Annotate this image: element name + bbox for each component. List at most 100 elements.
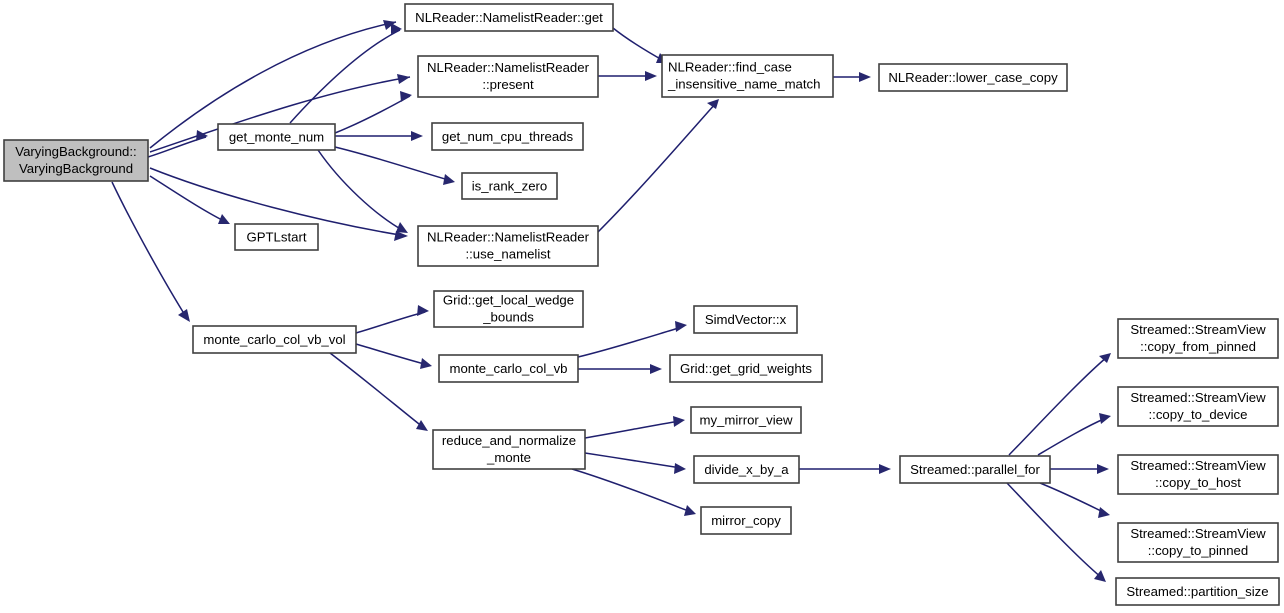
nodes-layer: VaryingBackground::VaryingBackgroundNLRe…: [3, 3, 1280, 606]
edge-get_monte_num-to-present: [334, 95, 411, 134]
edge-get-to-find_case: [612, 27, 665, 62]
arrowhead-icon: [1097, 464, 1109, 474]
node-mc_col_vb_vol[interactable]: monte_carlo_col_vb_vol: [192, 325, 357, 354]
node-box[interactable]: [661, 54, 834, 98]
node-use_namelist[interactable]: NLReader::NamelistReader::use_namelist: [417, 225, 599, 267]
node-label: my_mirror_view: [699, 412, 793, 427]
arrowhead-icon: [394, 231, 408, 241]
node-root[interactable]: VaryingBackground::VaryingBackground: [3, 139, 149, 182]
arrowhead-icon: [416, 420, 428, 431]
node-label: is_rank_zero: [472, 178, 548, 193]
node-lower_case_copy[interactable]: NLReader::lower_case_copy: [878, 63, 1068, 92]
node-box[interactable]: [693, 305, 798, 334]
node-box[interactable]: [690, 406, 802, 434]
node-box[interactable]: [438, 354, 579, 383]
node-label-line2: ::copy_to_device: [1149, 407, 1248, 422]
node-simdvector_x[interactable]: SimdVector::x: [693, 305, 798, 334]
node-label: divide_x_by_a: [704, 462, 789, 477]
node-box[interactable]: [417, 55, 599, 98]
edge-use_namelist-to-find_case: [597, 102, 717, 233]
arrowhead-icon: [675, 321, 687, 332]
node-my_mirror_view[interactable]: my_mirror_view: [690, 406, 802, 434]
arrowhead-icon: [1098, 507, 1110, 518]
node-label-line1: NLReader::NamelistReader: [427, 229, 590, 244]
edge-mc_col_vb_vol-to-mc_col_vb: [355, 343, 429, 366]
node-label-line2: ::copy_from_pinned: [1140, 339, 1256, 354]
edge-reduce_normalize-to-my_mirror_view: [584, 420, 681, 439]
node-box[interactable]: [700, 506, 792, 535]
node-box[interactable]: [433, 290, 584, 328]
node-label-line2: VaryingBackground: [19, 161, 133, 176]
node-label-line2: _bounds: [482, 309, 534, 324]
node-partition_size[interactable]: Streamed::partition_size: [1115, 577, 1280, 606]
node-label-line1: Streamed::StreamView: [1130, 322, 1266, 337]
node-box[interactable]: [461, 172, 558, 200]
arrowhead-icon: [417, 305, 429, 316]
node-label: SimdVector::x: [705, 312, 787, 327]
node-box[interactable]: [1115, 577, 1280, 606]
node-box[interactable]: [1117, 318, 1279, 359]
node-label-line2: _monte: [486, 450, 531, 465]
node-get_local_wedge[interactable]: Grid::get_local_wedge_bounds: [433, 290, 584, 328]
arrowhead-icon: [383, 20, 396, 30]
edges-layer: [111, 20, 1111, 582]
node-label-line2: ::present: [482, 77, 534, 92]
edge-root-to-use_namelist: [149, 167, 407, 237]
node-parallel_for[interactable]: Streamed::parallel_for: [899, 455, 1051, 484]
node-present[interactable]: NLReader::NamelistReader::present: [417, 55, 599, 98]
arrowhead-icon: [859, 72, 871, 82]
edge-parallel_for-to-copy_to_device: [1037, 417, 1107, 456]
node-copy_to_device[interactable]: Streamed::StreamView::copy_to_device: [1117, 386, 1279, 427]
arrowhead-icon: [645, 71, 657, 81]
node-label-line1: reduce_and_normalize: [442, 433, 576, 448]
node-box[interactable]: [3, 139, 149, 182]
node-box[interactable]: [217, 123, 336, 151]
node-divide_x_by_a[interactable]: divide_x_by_a: [693, 455, 800, 484]
node-get_grid_weights[interactable]: Grid::get_grid_weights: [669, 354, 823, 383]
node-label: mirror_copy: [711, 513, 781, 528]
node-box[interactable]: [1117, 522, 1279, 563]
node-label: GPTLstart: [246, 229, 306, 244]
edge-parallel_for-to-copy_from_pinned: [1008, 356, 1108, 456]
arrowhead-icon: [1094, 570, 1106, 582]
arrowhead-icon: [684, 505, 696, 516]
node-box[interactable]: [1117, 386, 1279, 427]
node-box[interactable]: [899, 455, 1051, 484]
node-get[interactable]: NLReader::NamelistReader::get: [404, 3, 614, 32]
node-box[interactable]: [669, 354, 823, 383]
node-label: get_num_cpu_threads: [442, 129, 574, 144]
node-label-line1: Streamed::StreamView: [1130, 526, 1266, 541]
node-reduce_normalize[interactable]: reduce_and_normalize _monte: [432, 429, 586, 470]
node-box[interactable]: [1117, 454, 1279, 495]
node-mc_col_vb[interactable]: monte_carlo_col_vb: [438, 354, 579, 383]
node-copy_to_host[interactable]: Streamed::StreamView::copy_to_host: [1117, 454, 1279, 495]
edge-root-to-get: [149, 21, 397, 149]
arrowhead-icon: [196, 130, 208, 141]
edge-get_monte_num-to-is_rank_zero: [334, 146, 453, 182]
node-copy_from_pinned[interactable]: Streamed::StreamView::copy_from_pinned: [1117, 318, 1279, 359]
node-box[interactable]: [234, 223, 319, 251]
node-box[interactable]: [417, 225, 599, 267]
node-box[interactable]: [404, 3, 614, 32]
node-box[interactable]: [878, 63, 1068, 92]
node-copy_to_pinned[interactable]: Streamed::StreamView::copy_to_pinned: [1117, 522, 1279, 563]
arrowhead-icon: [674, 463, 686, 474]
node-label-line2: ::copy_to_pinned: [1148, 543, 1248, 558]
node-label: monte_carlo_col_vb_vol: [203, 332, 345, 347]
node-label-line1: Streamed::StreamView: [1130, 390, 1266, 405]
edge-get_monte_num-to-get: [289, 29, 401, 124]
node-is_rank_zero[interactable]: is_rank_zero: [461, 172, 558, 200]
node-box[interactable]: [431, 122, 584, 151]
node-get_monte_num[interactable]: get_monte_num: [217, 123, 336, 151]
arrowhead-icon: [397, 74, 410, 84]
node-GPTLstart[interactable]: GPTLstart: [234, 223, 319, 251]
node-box[interactable]: [432, 429, 586, 470]
node-box[interactable]: [192, 325, 357, 354]
node-box[interactable]: [693, 455, 800, 484]
arrowhead-icon: [673, 416, 685, 427]
node-find_case[interactable]: NLReader::find_case_insensitive_name_mat…: [661, 54, 834, 98]
node-get_num_cpu_threads[interactable]: get_num_cpu_threads: [431, 122, 584, 151]
node-mirror_copy[interactable]: mirror_copy: [700, 506, 792, 535]
